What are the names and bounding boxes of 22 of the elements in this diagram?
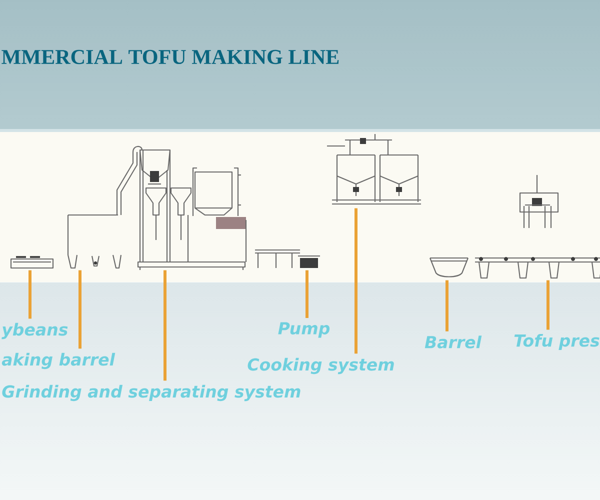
bowl-drawing [430, 257, 468, 278]
tray-drawing [10, 256, 54, 269]
label: Pump [278, 322, 330, 338]
grinder-drawing [116, 146, 247, 270]
title: MMERCIAL TOFU MAKING LINE [2, 50, 339, 64]
label: ybeans [2, 322, 68, 340]
label: Grinding and separating system [2, 384, 300, 402]
leader-line [164, 270, 166, 381]
label: Cooking system [248, 358, 394, 374]
leader-line [306, 270, 308, 318]
label: Tofu pres [514, 334, 600, 350]
leader-line [28, 270, 32, 319]
press-drawing [475, 175, 600, 279]
label: Barrel [424, 336, 482, 348]
leader-line [354, 208, 358, 354]
leader-line [446, 280, 448, 332]
barrel-drawing [67, 214, 122, 269]
leader-line [78, 270, 82, 349]
label: aking barrel [2, 352, 116, 370]
pump-drawing [255, 249, 320, 268]
leader-line [546, 280, 550, 330]
cooking-tanks-drawing [327, 134, 421, 205]
